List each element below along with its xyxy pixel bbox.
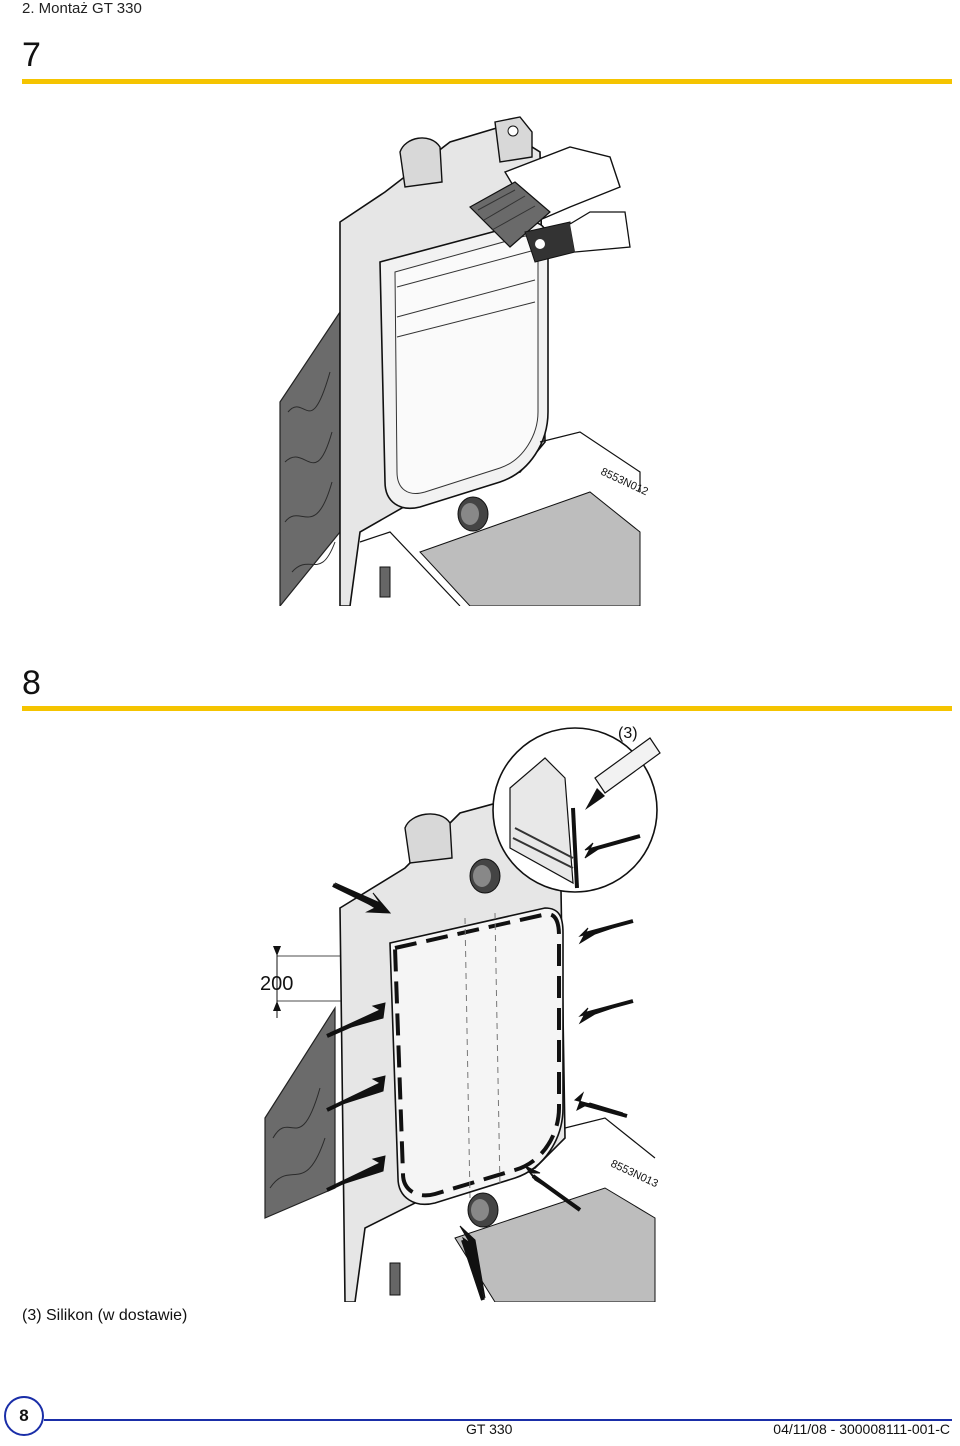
page-number-badge: 8 (4, 1396, 44, 1436)
figure-caption: (3) Silikon (w dostawie) (22, 1307, 188, 1324)
step-8-divider (22, 706, 952, 711)
figure-code-8: 8553N013 (609, 1158, 660, 1190)
footer-divider (44, 1419, 952, 1421)
figure-code-7: 8553N012 (599, 466, 650, 498)
figure-step-8: (3) 200 (260, 725, 661, 1302)
step-number-7: 7 (22, 36, 41, 74)
silicone-callout-label: (3) (618, 725, 638, 742)
footer-product: GT 330 (466, 1421, 513, 1437)
page-number: 8 (19, 1406, 29, 1425)
step-number-8: 8 (22, 664, 41, 702)
section-title: 2. Montaż GT 330 (22, 0, 142, 17)
step-7-divider (22, 79, 952, 84)
figure-step-7: 8553N012 (279, 116, 650, 606)
footer-doc-reference: 04/11/08 - 300008111-001-C (773, 1421, 950, 1437)
